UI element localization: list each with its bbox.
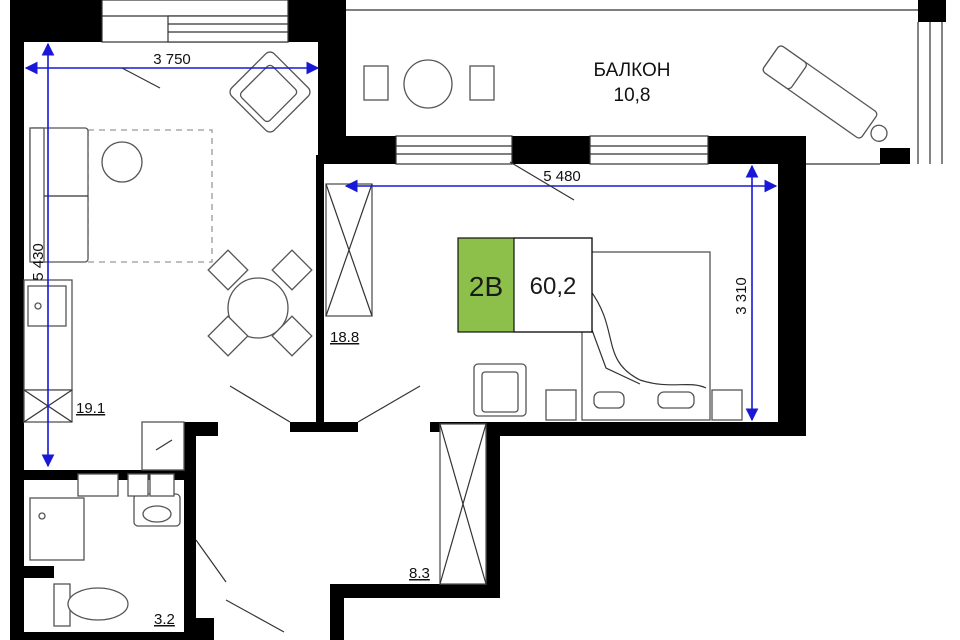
dim-bedroom-depth: 3 310 <box>733 277 750 315</box>
dimensions: 3 750 5 430 5 480 3 310 <box>24 42 778 468</box>
room-area-bathroom: 3.2 <box>154 611 175 628</box>
living-furniture <box>23 51 313 471</box>
door-bedroom <box>357 385 421 423</box>
hall-bath <box>29 423 487 633</box>
armchair <box>229 51 311 133</box>
kitchen-sink <box>27 285 67 327</box>
room-area-bedroom: 18.8 <box>330 329 359 346</box>
wall-bottom <box>24 632 214 640</box>
wall-partition <box>316 155 324 425</box>
window-bedroom-2 <box>589 135 709 165</box>
apartment-badge: 2В 60,2 <box>457 237 593 333</box>
balcony-table <box>403 59 453 109</box>
badge-area: 60,2 <box>530 273 577 300</box>
balcony-chair-right <box>469 65 495 101</box>
wall-hall-right <box>486 422 500 588</box>
door-hall <box>195 539 285 633</box>
dim-bedroom-width: 5 480 <box>543 168 581 185</box>
wall-stub-1 <box>290 422 358 432</box>
dim-living-depth: 5 430 <box>30 243 47 281</box>
wall-balcony-bottom-right <box>880 148 910 164</box>
wall-top-left <box>10 0 102 42</box>
toilet <box>67 587 129 621</box>
window-bedroom-1 <box>395 135 513 165</box>
nightstand-right <box>711 389 743 421</box>
wall-living-balcony <box>318 0 346 136</box>
appliance-1 <box>77 473 119 497</box>
balcony-lounger <box>762 45 888 142</box>
dim-living-width: 3 750 <box>153 51 191 68</box>
dining-table <box>227 277 289 339</box>
room-area-living: 19.1 <box>76 400 105 417</box>
wall-hall-bottom-left <box>330 584 344 640</box>
wall-hall-bottom <box>330 584 500 598</box>
dining-chairs <box>207 249 313 357</box>
shower <box>29 497 85 561</box>
pillow-left <box>593 391 625 409</box>
door-living <box>229 385 291 423</box>
windows <box>101 0 709 165</box>
balcony-area: 10,8 <box>614 85 651 106</box>
balcony-name: БАЛКОН <box>594 60 671 81</box>
badge-code: 2В <box>469 271 503 302</box>
wall-bath-right <box>184 422 196 640</box>
pillow-right <box>657 391 695 409</box>
walls <box>10 0 946 640</box>
wall-balcony-top-right <box>918 0 946 22</box>
wall-bedroom-bottom <box>488 422 806 436</box>
balcony: БАЛКОН 10,8 <box>346 9 943 165</box>
wall-left <box>10 40 24 640</box>
wall-bedroom-top-2 <box>512 136 590 164</box>
room-labels: 19.1 18.8 8.3 3.2 <box>76 329 430 628</box>
wall-bedroom-top-1 <box>348 136 396 164</box>
balcony-chair-left <box>363 65 389 101</box>
wall-bedroom-right <box>778 136 806 436</box>
badge-code-background <box>458 238 514 332</box>
room-area-hall: 8.3 <box>409 565 430 582</box>
bedroom-furniture <box>325 183 743 423</box>
nightstand-left <box>545 389 577 421</box>
coffee-table <box>101 141 143 183</box>
wall-bath-inner <box>24 566 54 578</box>
